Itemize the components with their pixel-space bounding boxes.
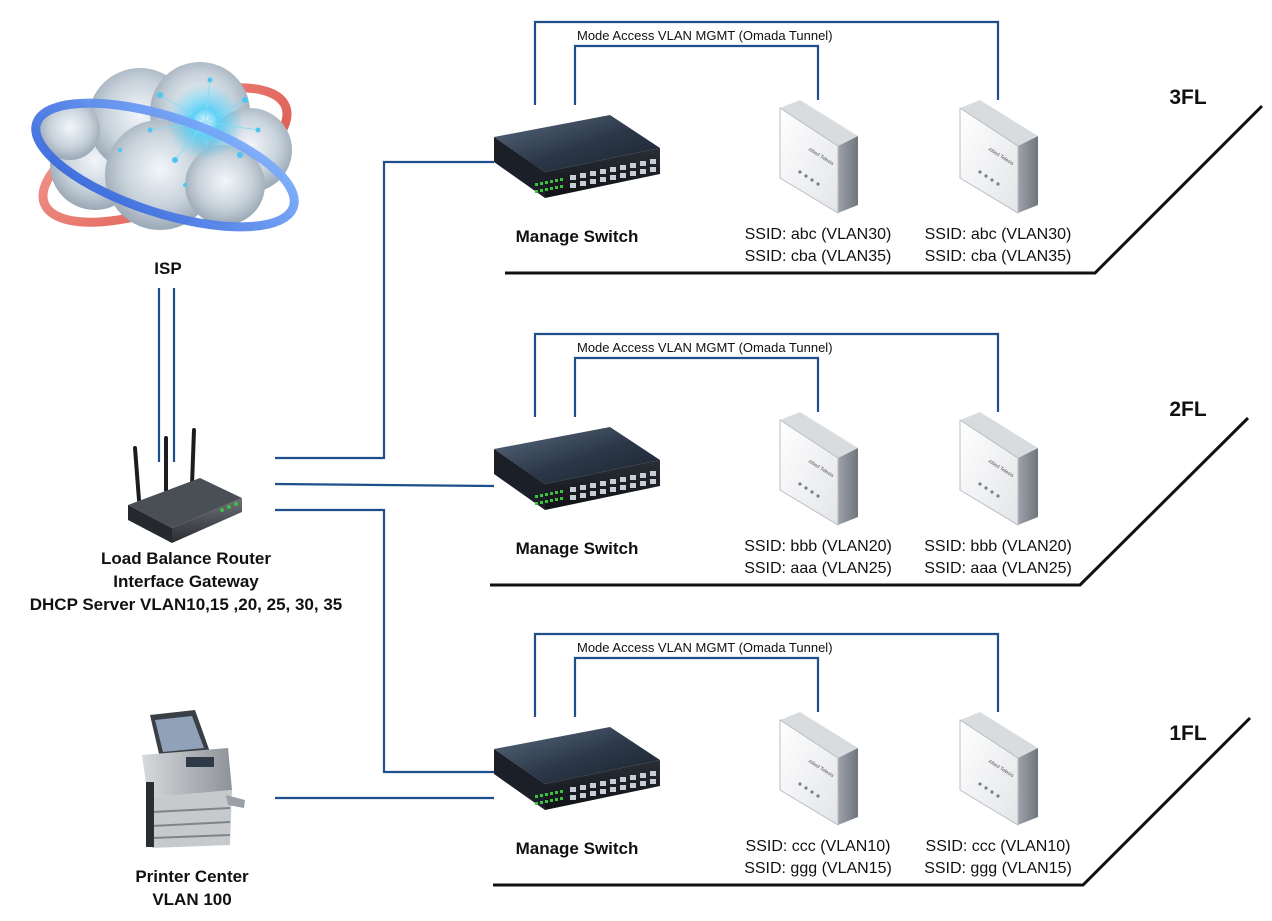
switch-label: Manage Switch: [516, 227, 639, 246]
router-label-line1: Load Balance Router: [101, 549, 271, 568]
switch-label: Manage Switch: [516, 839, 639, 858]
ap1-ssid-line2: SSID: cba (VLAN35): [745, 248, 892, 265]
router-label-line3: DHCP Server VLAN10,15 ,20, 25, 30, 35: [30, 595, 342, 614]
managed-switch-icon: [494, 727, 660, 810]
ap1-ssid-line1: SSID: bbb (VLAN20): [744, 538, 892, 555]
floor-outline: [490, 416, 1250, 587]
mgmt-tunnel-cables: [533, 332, 1000, 417]
core-cables: [274, 160, 495, 800]
isp-cloud-icon: [31, 62, 299, 232]
ap2-ssid-line2: SSID: cba (VLAN35): [925, 248, 1072, 265]
ap1-ssid-line1: SSID: ccc (VLAN10): [746, 838, 891, 855]
router-icon: [128, 428, 242, 543]
router-label-line2: Interface Gateway: [113, 572, 259, 591]
managed-switch-icon: [494, 427, 660, 510]
ap1-ssid-line1: SSID: abc (VLAN30): [745, 226, 892, 243]
floor-name: 1FL: [1169, 722, 1207, 745]
ap2-ssid-line1: SSID: bbb (VLAN20): [924, 538, 1072, 555]
access-point-1-icon: Allied Telesis: [779, 100, 858, 214]
ap1-ssid-line2: SSID: aaa (VLAN25): [744, 560, 892, 577]
ap1-ssid-line2: SSID: ggg (VLAN15): [744, 860, 892, 877]
mgmt-tunnel-label: Mode Access VLAN MGMT (Omada Tunnel): [577, 340, 833, 355]
ap2-ssid-line2: SSID: ggg (VLAN15): [924, 860, 1072, 877]
floor-outline: [505, 104, 1264, 275]
printer-label-line1: Printer Center: [135, 867, 249, 886]
isp-label: ISP: [154, 259, 181, 278]
mgmt-tunnel-label: Mode Access VLAN MGMT (Omada Tunnel): [577, 28, 833, 43]
floor-name: 3FL: [1169, 86, 1207, 109]
managed-switch-icon: [494, 115, 660, 198]
ap2-ssid-line1: SSID: abc (VLAN30): [925, 226, 1072, 243]
floor-1fl: Mode Access VLAN MGMT (Omada Tunnel) Man…: [493, 632, 1252, 887]
switch-label: Manage Switch: [516, 539, 639, 558]
access-point-2-icon: Allied Telesis: [959, 412, 1038, 526]
access-point-1-icon: Allied Telesis: [779, 412, 858, 526]
floor-outline: [493, 716, 1252, 887]
printer-label-line2: VLAN 100: [152, 890, 231, 909]
floor-2fl: Mode Access VLAN MGMT (Omada Tunnel) Man…: [490, 332, 1250, 587]
floor-3fl: Mode Access VLAN MGMT (Omada Tunnel) Man…: [494, 20, 1264, 275]
mgmt-tunnel-label: Mode Access VLAN MGMT (Omada Tunnel): [577, 640, 833, 655]
access-point-1-icon: Allied Telesis: [779, 712, 858, 826]
floor-name: 2FL: [1169, 398, 1207, 421]
ap2-ssid-line1: SSID: ccc (VLAN10): [926, 838, 1071, 855]
mgmt-tunnel-cables: [533, 20, 1000, 105]
access-point-2-icon: Allied Telesis: [959, 100, 1038, 214]
access-point-2-icon: Allied Telesis: [959, 712, 1038, 826]
isp-uplink-cables: [157, 288, 176, 462]
mgmt-tunnel-cables: [533, 632, 1000, 717]
ap2-ssid-line2: SSID: aaa (VLAN25): [924, 560, 1072, 577]
printer-icon: [142, 710, 245, 848]
